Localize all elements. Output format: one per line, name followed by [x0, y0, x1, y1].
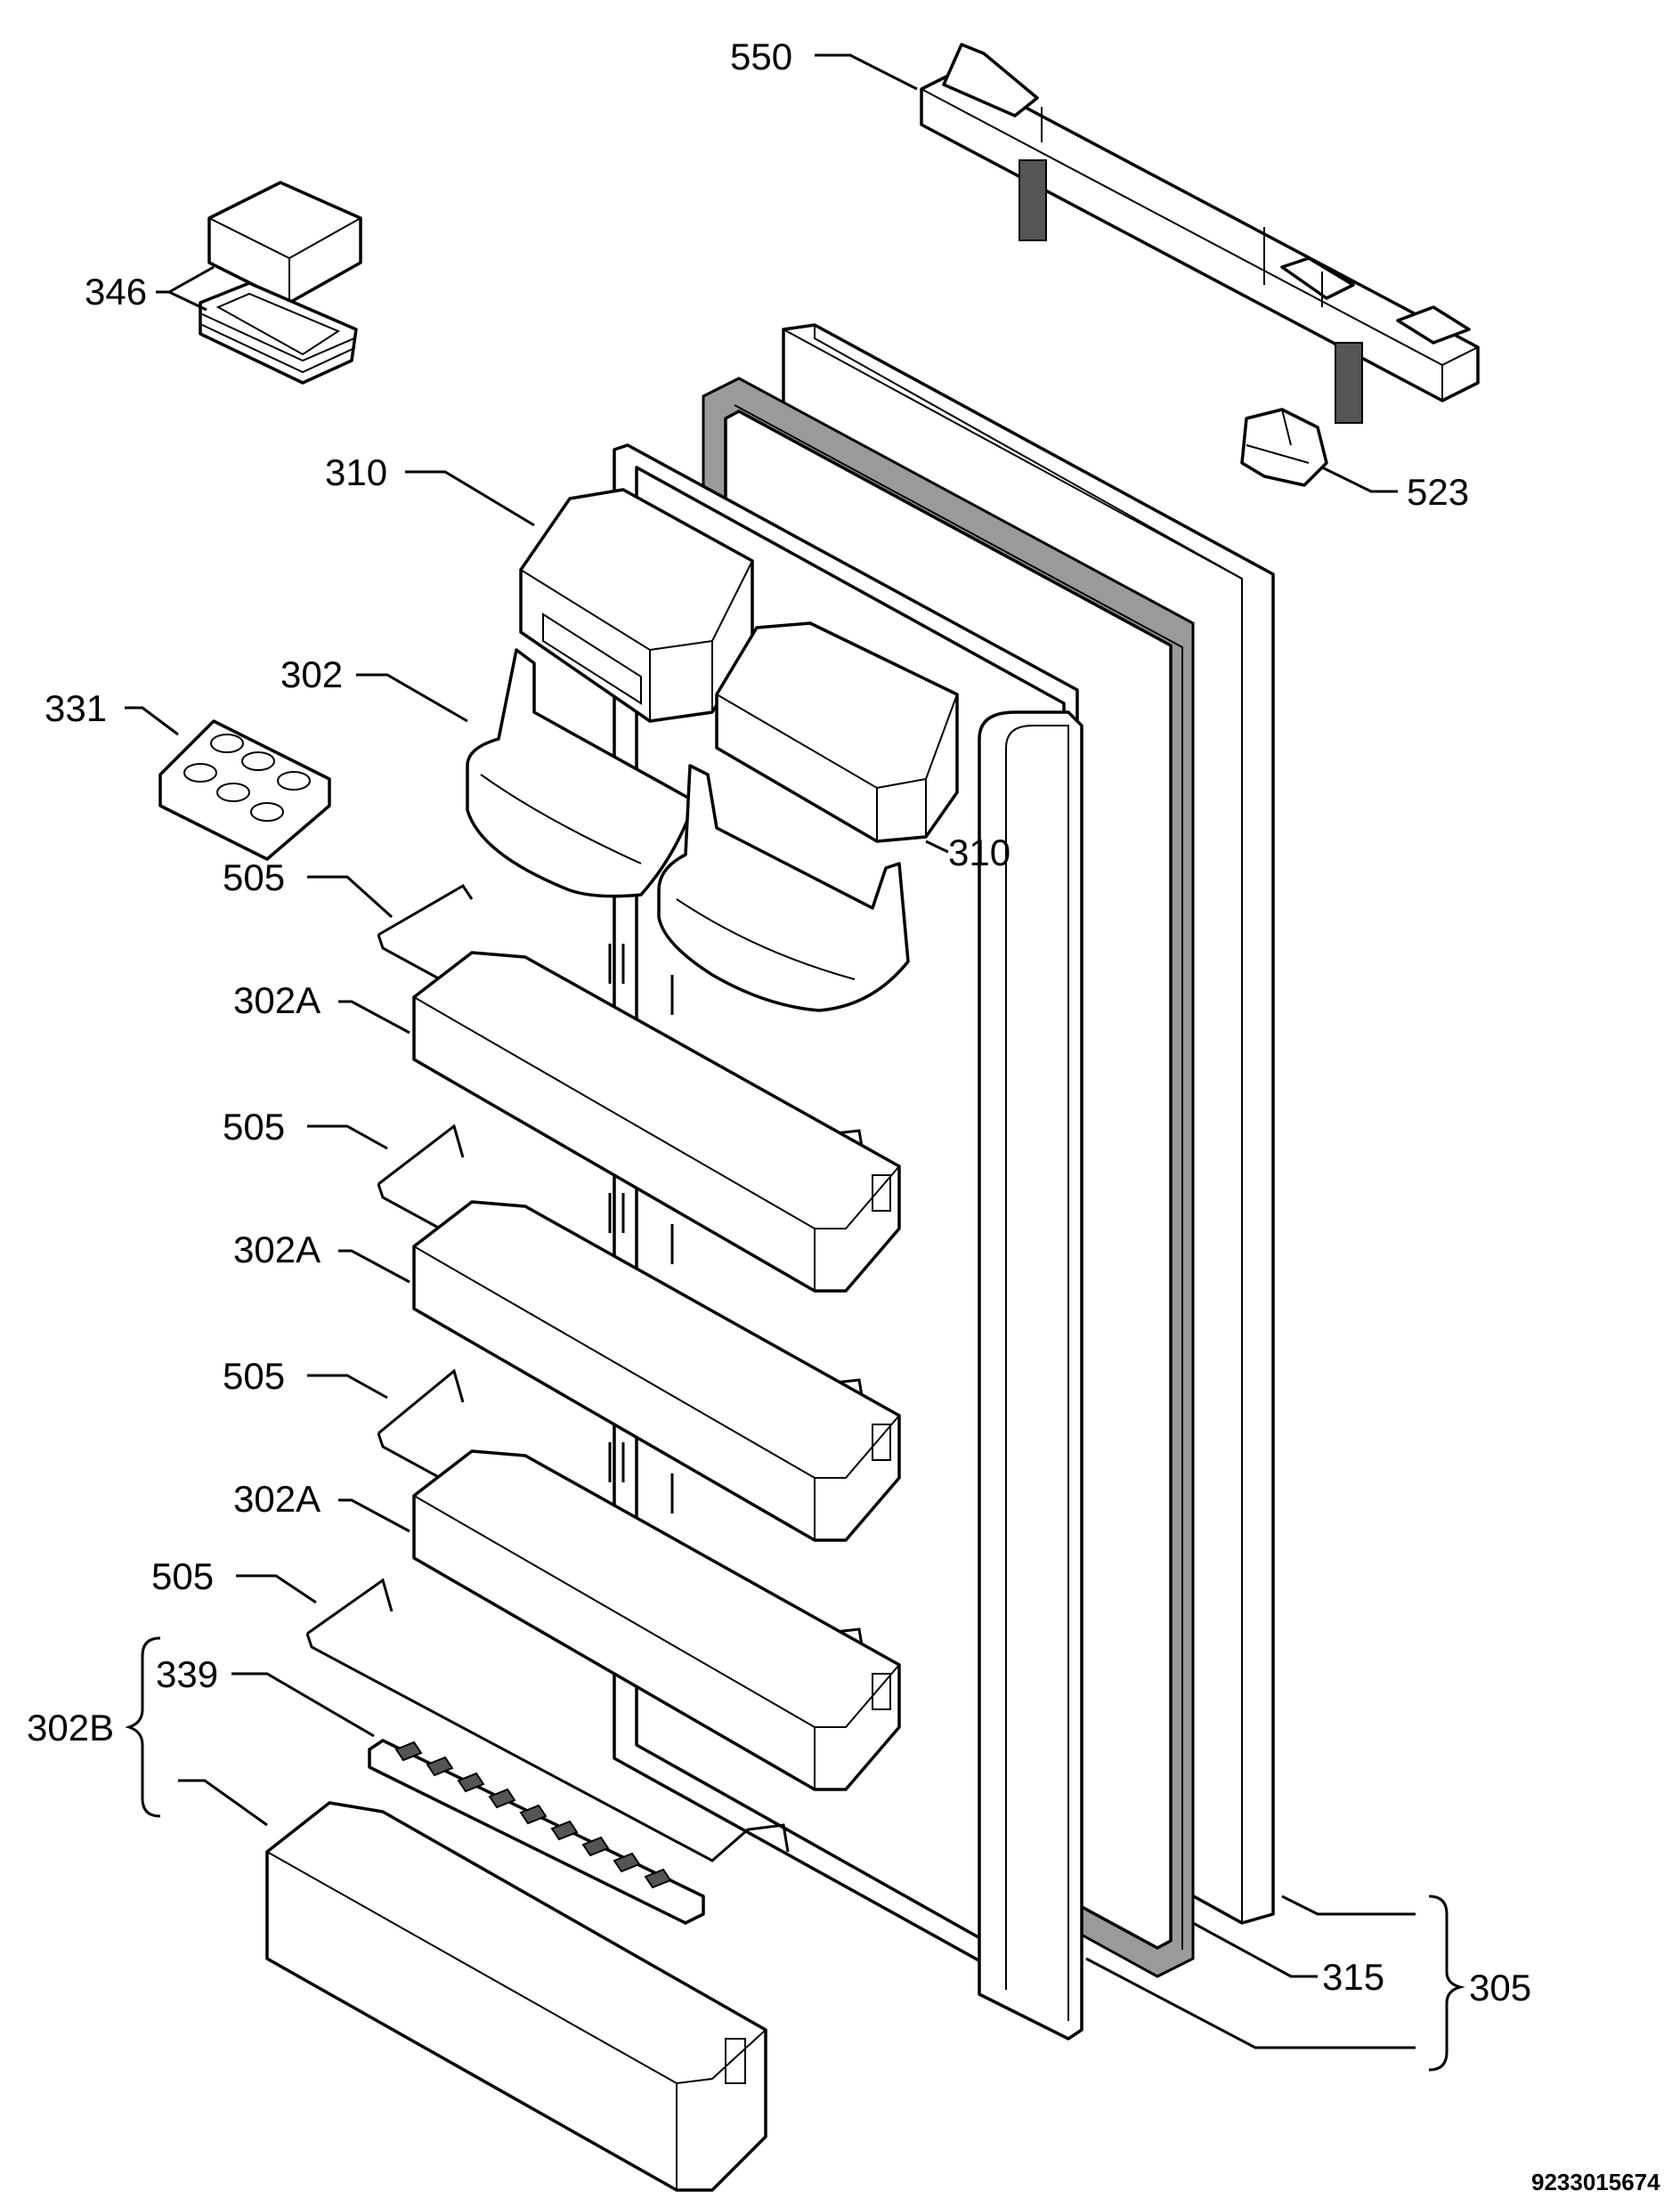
label-550: 550: [730, 36, 792, 77]
label-505-4: 505: [151, 1555, 214, 1597]
label-310-upper: 310: [325, 451, 387, 493]
label-302b: 302B: [27, 1707, 114, 1749]
label-505-3: 505: [223, 1355, 285, 1397]
part-346-box: [199, 181, 362, 385]
label-305: 305: [1469, 1967, 1531, 2008]
part-302a-shelf-3: [412, 1449, 901, 1791]
label-315: 315: [1322, 1956, 1384, 1998]
label-302: 302: [280, 653, 343, 695]
part-310-upper-cover-right: [715, 621, 959, 843]
part-339-divider: [368, 1739, 705, 1925]
part-302-small-shelf-left: [466, 648, 696, 898]
leader-lines: [125, 53, 1465, 2072]
label-523: 523: [1407, 471, 1469, 513]
label-302a-2: 302A: [233, 1229, 321, 1270]
part-302b-large-shelf: [265, 1801, 767, 2192]
label-505-1: 505: [223, 856, 285, 898]
label-346: 346: [85, 271, 147, 312]
part-302a-shelf-1: [412, 951, 901, 1293]
label-505-2: 505: [223, 1106, 285, 1148]
drawing-number: 9233015674: [1531, 2169, 1660, 2195]
label-302a-3: 302A: [233, 1478, 321, 1520]
part-302-small-shelf-right: [657, 764, 910, 1012]
callout-labels: 550 346 523 310 310 302 331 505 302A 505…: [27, 36, 1660, 2195]
label-302a-1: 302A: [233, 979, 321, 1021]
alignment-marks: [608, 944, 674, 1513]
label-310-lower: 310: [948, 832, 1010, 873]
part-523-clip: [1240, 408, 1328, 487]
part-310-upper-cover-left: [519, 488, 754, 723]
part-505-rail-4: [305, 1578, 790, 1862]
part-550-top-bar: [920, 43, 1480, 424]
label-339: 339: [156, 1653, 218, 1695]
label-331: 331: [45, 687, 107, 729]
part-331-egg-tray: [158, 719, 331, 861]
part-302a-shelf-2: [412, 1200, 901, 1542]
